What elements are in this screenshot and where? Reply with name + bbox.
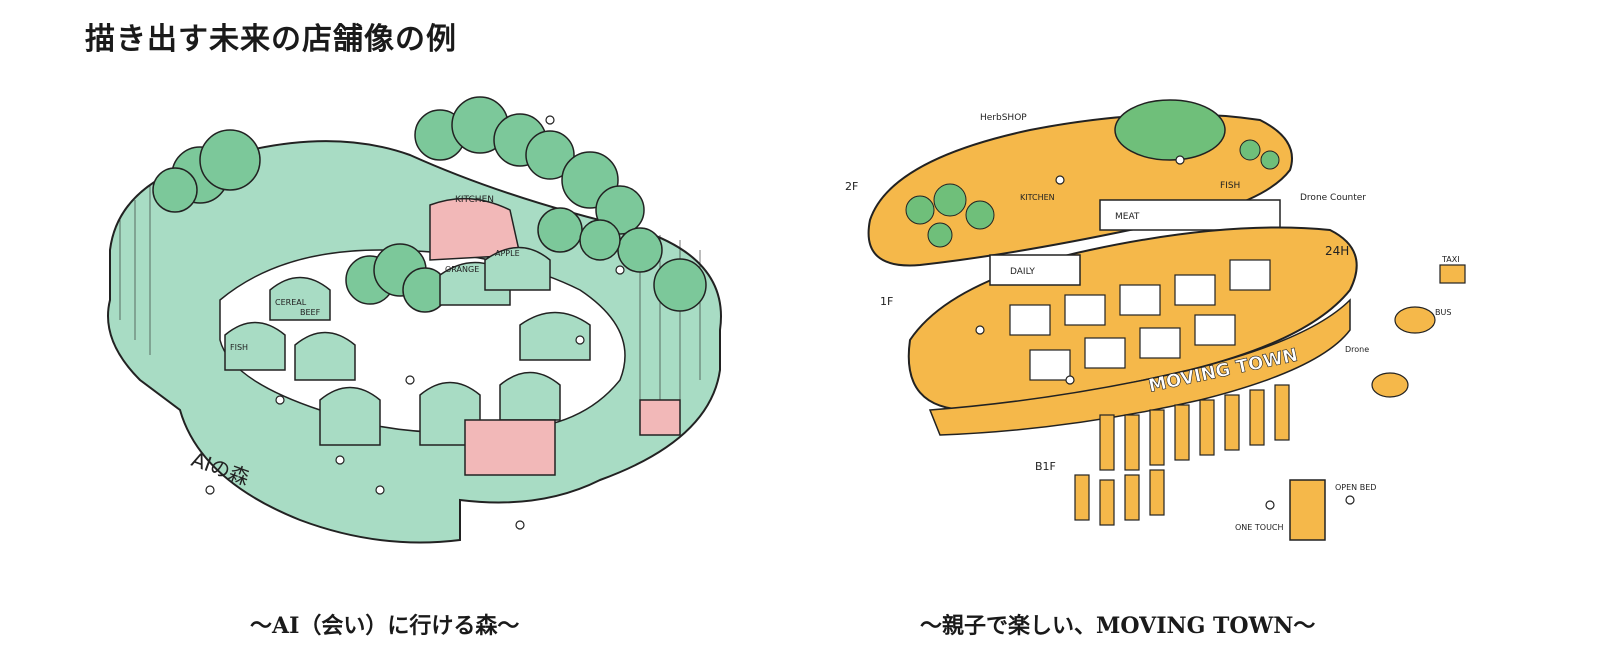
bus-label: BUS <box>1435 308 1451 317</box>
one-touch-label: ONE TOUCH <box>1235 523 1284 532</box>
2f-shelving <box>1099 199 1281 231</box>
forest-caption: 〜AI（会い）に行ける森〜 <box>250 613 520 639</box>
moving-town-illustration: 2F HerbSHOP KITCHEN MEAT FISH Drone Coun… <box>830 80 1530 580</box>
fish-label: FISH <box>230 343 248 352</box>
daily-shelving <box>989 254 1081 286</box>
floor-b1f-panels <box>1074 384 1290 526</box>
daily-label: DAILY <box>1010 267 1035 277</box>
kitchen-label: KITCHEN <box>455 195 494 205</box>
forest-illustration: KITCHEN CEREAL FISH BEEF ORANGE APPLE AI… <box>80 80 760 580</box>
moving-town-band <box>928 298 1351 436</box>
open-bed-unit <box>1289 479 1326 541</box>
hours-24h-label: 24H <box>1325 244 1349 258</box>
trees <box>152 96 707 313</box>
drone-label: Drone <box>1345 345 1369 354</box>
vehicles <box>1371 264 1466 398</box>
cereal-label: CEREAL <box>275 298 307 307</box>
page-title: 描き出す未来の店舗像の例 <box>85 22 457 57</box>
people <box>205 115 625 530</box>
kitchen-area <box>429 197 521 261</box>
greenhouse <box>1114 99 1226 161</box>
herb-shop-label: HerbSHOP <box>980 113 1027 123</box>
pink-banner <box>464 419 556 476</box>
fish-label: FISH <box>1220 181 1240 191</box>
drone-counter-label: Drone Counter <box>1300 193 1366 203</box>
people <box>975 155 1355 510</box>
taxi-label: TAXI <box>1441 255 1460 264</box>
open-bed-label: OPEN BED <box>1335 483 1376 492</box>
forest-illustration-svg: KITCHEN CEREAL FISH BEEF ORANGE APPLE AI… <box>107 96 722 544</box>
kitchen-2f-label: KITCHEN <box>1020 193 1055 202</box>
shelving-1f <box>1009 259 1271 381</box>
picnic-mat <box>639 399 681 436</box>
floor-2f-label: 2F <box>845 180 858 193</box>
beef-label: BEEF <box>300 308 321 317</box>
market-stalls <box>224 246 591 446</box>
apple-label: APPLE <box>495 249 520 258</box>
floor-b1f-label: B1F <box>1035 460 1056 473</box>
floor-1f-label: 1F <box>880 295 893 308</box>
orange-label: ORANGE <box>445 265 479 274</box>
meat-label: MEAT <box>1115 212 1140 222</box>
moving-town-illustration-svg: 2F HerbSHOP KITCHEN MEAT FISH Drone Coun… <box>845 99 1466 541</box>
moving-town-caption: 〜親子で楽しい、MOVING TOWN〜 <box>920 613 1316 639</box>
plants-2f <box>905 139 1280 248</box>
